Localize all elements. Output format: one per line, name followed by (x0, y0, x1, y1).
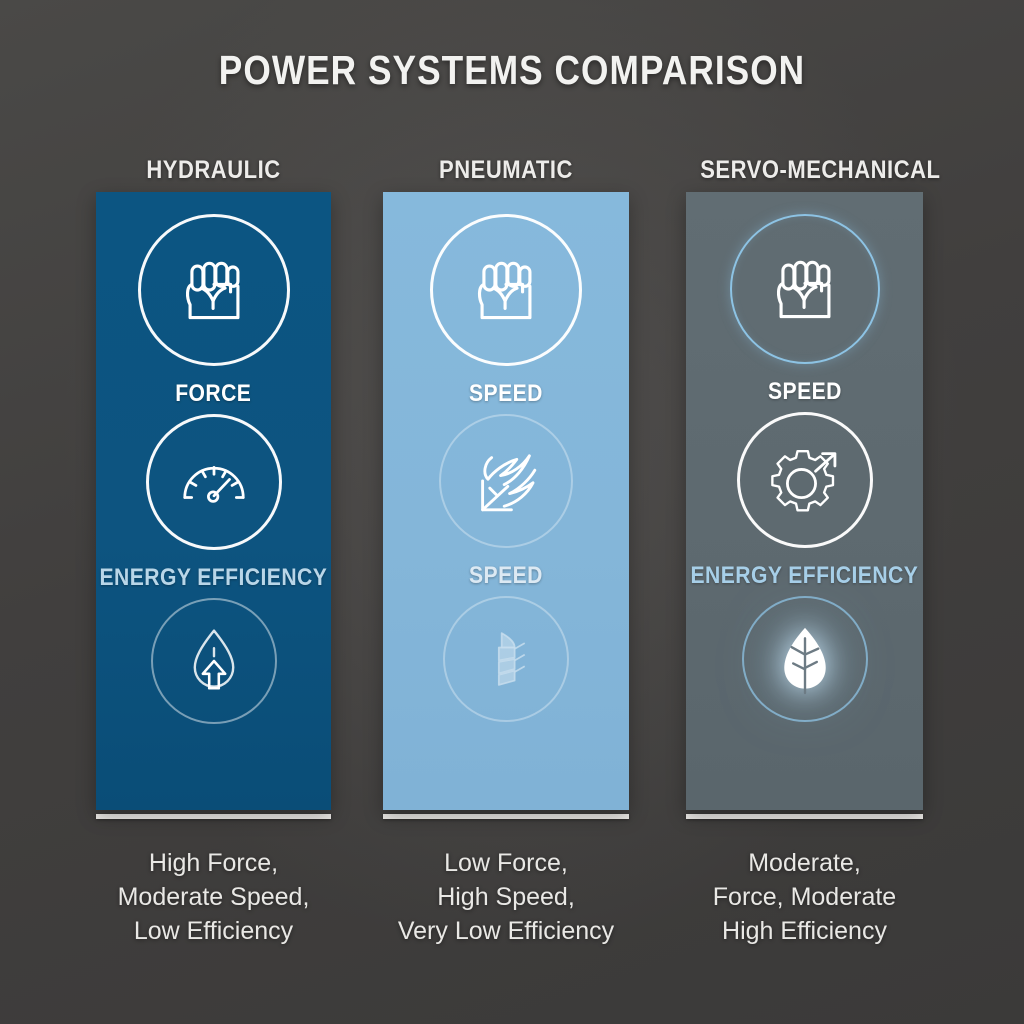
cell-label-energy-efficiency: ENERGY EFFICIENCY (690, 562, 919, 589)
cell-hydraulic-force[interactable]: FORCE (96, 192, 331, 408)
column-header-servo-mechanical: SERVO-MECHANICAL (700, 156, 941, 184)
caption-pneumatic: Low Force, High Speed, Very Low Efficien… (383, 846, 629, 948)
card-underline-pneumatic (383, 814, 629, 819)
cell-label-speed: SPEED (767, 378, 842, 405)
caption-line: High Speed, (437, 883, 575, 911)
cell-label-force: FORCE (175, 380, 252, 407)
gear-arrow-icon (736, 412, 873, 548)
column-pneumatic[interactable]: PNEUMATIC (383, 148, 629, 819)
cell-servo-efficiency[interactable]: ENERGY EFFICIENCY (686, 406, 923, 590)
cell-label-energy-efficiency: ENERGY EFFICIENCY (99, 564, 328, 591)
caption-line: Moderate Speed, (117, 883, 310, 911)
cell-pneumatic-speed[interactable]: SPEED (383, 192, 629, 408)
page-title: POWER SYSTEMS COMPARISON (218, 47, 806, 93)
cell-label-speed: SPEED (469, 380, 543, 407)
caption-line: Moderate, (748, 849, 861, 877)
card-servo-mechanical[interactable]: SPEED ENERGY EFFICIENCY (686, 192, 923, 810)
card-pneumatic[interactable]: SPEED SPEED (383, 192, 629, 810)
leaf-arrow-icon (150, 598, 277, 724)
gauge-icon (145, 414, 282, 550)
fist-icon (729, 214, 880, 364)
column-header-hydraulic: HYDRAULIC (146, 156, 281, 184)
caption-line: Force, Moderate (712, 883, 897, 911)
caption-hydraulic: High Force, Moderate Speed, Low Efficien… (96, 846, 331, 948)
cell-servo-eco[interactable] (686, 590, 923, 764)
column-header-pneumatic: PNEUMATIC (439, 156, 573, 184)
card-underline-hydraulic (96, 814, 331, 819)
cell-hydraulic-efficiency[interactable]: ENERGY EFFICIENCY (96, 408, 331, 592)
cell-label-speed-2: SPEED (469, 562, 543, 589)
card-hydraulic[interactable]: FORCE ENERGY EFFICIENCY (96, 192, 331, 810)
winged-arrow-icon (439, 414, 573, 548)
column-hydraulic[interactable]: HYDRAULIC (96, 148, 331, 819)
fist-icon (137, 214, 290, 366)
caption-line: Very Low Efficiency (397, 917, 615, 945)
sprout-icon (443, 596, 569, 722)
caption-line: High Force, (148, 849, 279, 877)
fist-icon (430, 214, 582, 366)
cell-hydraulic-eco[interactable] (96, 592, 331, 766)
card-underline-servo-mechanical (686, 814, 923, 819)
caption-line: Low Efficiency (133, 917, 294, 945)
leaf-icon (741, 596, 868, 722)
cell-pneumatic-eco[interactable] (383, 590, 629, 764)
cell-pneumatic-speed-2[interactable]: SPEED (383, 408, 629, 590)
caption-line: Low Force, (444, 849, 568, 877)
cell-servo-speed[interactable]: SPEED (686, 192, 923, 406)
caption-line: High Efficiency (722, 917, 887, 945)
caption-servo-mechanical: Moderate, Force, Moderate High Efficienc… (686, 846, 923, 948)
column-servo-mechanical[interactable]: SERVO-MECHANICAL (686, 148, 941, 819)
